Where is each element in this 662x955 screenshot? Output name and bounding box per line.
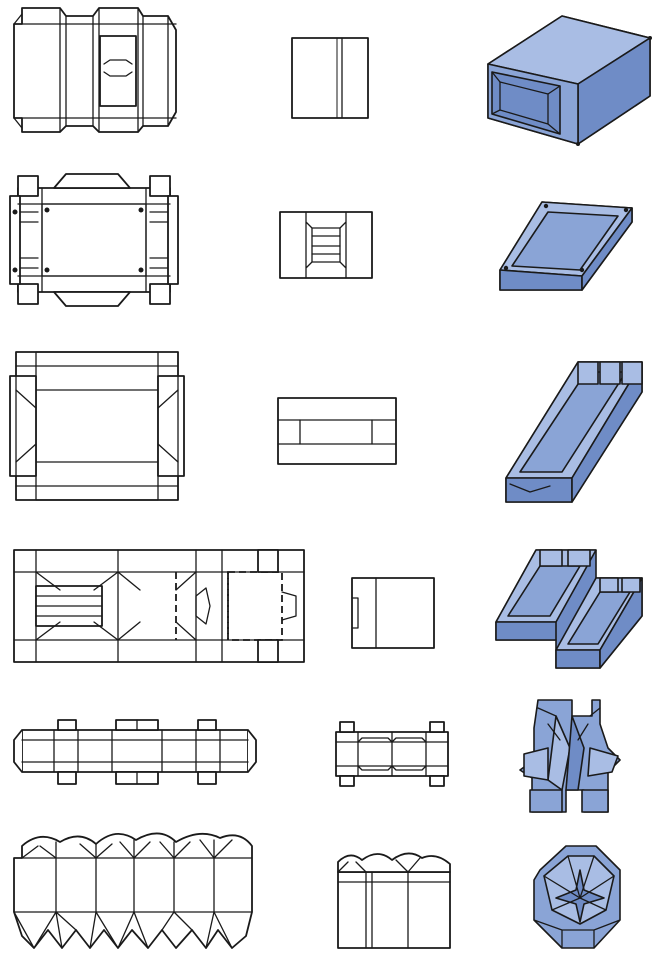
row-4-folded [351,577,435,649]
row-5-blank [13,719,257,785]
row-4-blank [13,549,305,663]
row-4-box [495,549,643,669]
row-2-blank [9,173,179,307]
row-3-folded [277,397,397,465]
row-6-blank [13,832,253,949]
row-6-folded [337,852,451,949]
row-2-box [499,201,633,291]
row-6-box [533,845,621,949]
row-2-folded [279,211,373,279]
row-5-box [519,699,621,813]
row-5-folded [335,721,449,787]
row-1-box [487,15,652,146]
row-3-box [505,361,643,503]
row-1-blank [13,7,177,133]
row-1-folded [291,37,369,119]
row-3-blank [9,351,185,501]
